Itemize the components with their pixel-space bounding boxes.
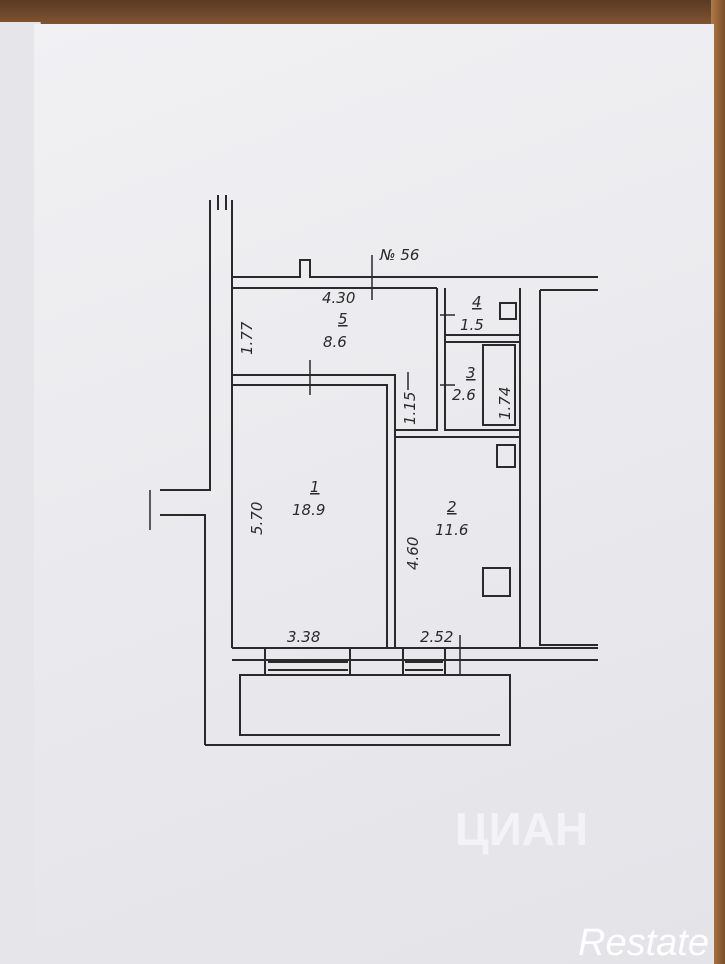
- hall-length: 4.30: [322, 289, 355, 307]
- wall-break-top: [217, 195, 227, 210]
- room1-area: 18.9: [292, 501, 325, 519]
- walls: [149, 195, 598, 746]
- room1-width: 3.38: [287, 628, 320, 646]
- sink-fixture: [496, 444, 516, 468]
- watermark-brand: ЦИАН: [455, 803, 588, 855]
- room2-length: 4.60: [404, 537, 422, 570]
- room5-area: 8.6: [323, 333, 347, 351]
- wall-room1-right: [232, 384, 388, 648]
- toilet-fixture: [499, 302, 517, 320]
- wall-bottom: [232, 647, 598, 661]
- window-room2: [402, 648, 446, 675]
- balcony: [205, 674, 511, 746]
- wall-top-outer: [232, 259, 598, 278]
- room2-number: 2: [447, 498, 457, 516]
- wall-left-lower: [160, 514, 206, 745]
- wall-utility-divider: [445, 334, 520, 343]
- stove-fixture: [482, 567, 511, 597]
- room4-number: 4: [472, 293, 482, 311]
- window-room1: [264, 648, 351, 675]
- room5-number: 5: [338, 310, 348, 328]
- bathtub-fixture: [482, 344, 516, 426]
- wall-hall-bottom: [232, 374, 396, 437]
- wall-left-outer: [160, 200, 211, 491]
- room3-number: 3: [466, 364, 476, 382]
- restate-logo: Restate: [578, 922, 709, 964]
- wood-edge: [711, 0, 725, 964]
- hall-width: 1.77: [238, 321, 256, 355]
- corridor-width: 1.15: [401, 392, 419, 425]
- wall-utility-left: [395, 288, 438, 431]
- apartment-number: № 56: [379, 246, 419, 264]
- bath-length: 1.74: [496, 387, 514, 420]
- labels: № 56 4.30 5 8.6 1.77 4 1.5 3 2.6 1.74 1.…: [238, 246, 514, 646]
- room3-area: 2.6: [452, 386, 476, 404]
- wall-right-outer: [539, 290, 598, 646]
- room4-area: 1.5: [460, 316, 484, 334]
- room1-number: 1: [310, 478, 320, 496]
- room2-width: 2.52: [420, 628, 453, 646]
- paper-sheet: [34, 24, 714, 964]
- room2-area: 11.6: [435, 521, 468, 539]
- room1-length: 5.70: [248, 502, 266, 535]
- dimension-ticks: [149, 255, 461, 675]
